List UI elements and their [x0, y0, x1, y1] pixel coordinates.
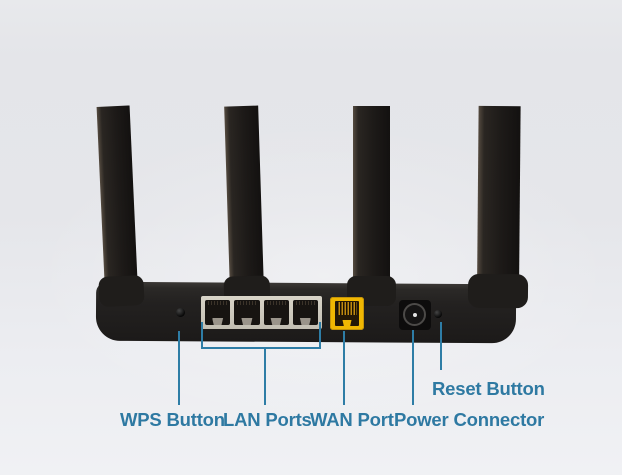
wps-callout-line: [178, 331, 180, 405]
lan-port-strip: [201, 296, 322, 329]
lan-port: [292, 300, 318, 325]
lan-bracket-left-line: [201, 322, 203, 349]
reset-callout-line: [440, 322, 442, 370]
lan-port: [234, 300, 260, 325]
lan-bracket-bar: [201, 347, 321, 349]
power-jack-barrel: [403, 303, 426, 326]
wps-button-label: WPS Button: [120, 409, 225, 430]
power-connector-label: Power Connector: [394, 409, 545, 430]
power-connector: [399, 300, 431, 330]
power-jack-pin: [412, 312, 417, 317]
reset-button-label: Reset Button: [432, 378, 545, 399]
lan-port: [205, 300, 231, 325]
antenna-4: [477, 105, 521, 293]
antenna-3: [347, 106, 396, 306]
lan-callout-line: [264, 349, 266, 405]
wan-callout-line: [343, 331, 345, 405]
wan-port: [330, 297, 364, 330]
antenna-2: [224, 105, 264, 293]
wan-port-label: WAN Port: [310, 409, 394, 430]
reset-button: [434, 310, 442, 318]
lan-port: [263, 300, 289, 325]
lan-ports-label: LAN Ports: [223, 409, 312, 430]
power-callout-line: [412, 330, 414, 405]
wan-port-opening: [335, 301, 359, 326]
lan-bracket-right-line: [319, 322, 321, 349]
antenna-1: [96, 105, 138, 293]
wps-button: [176, 308, 185, 317]
